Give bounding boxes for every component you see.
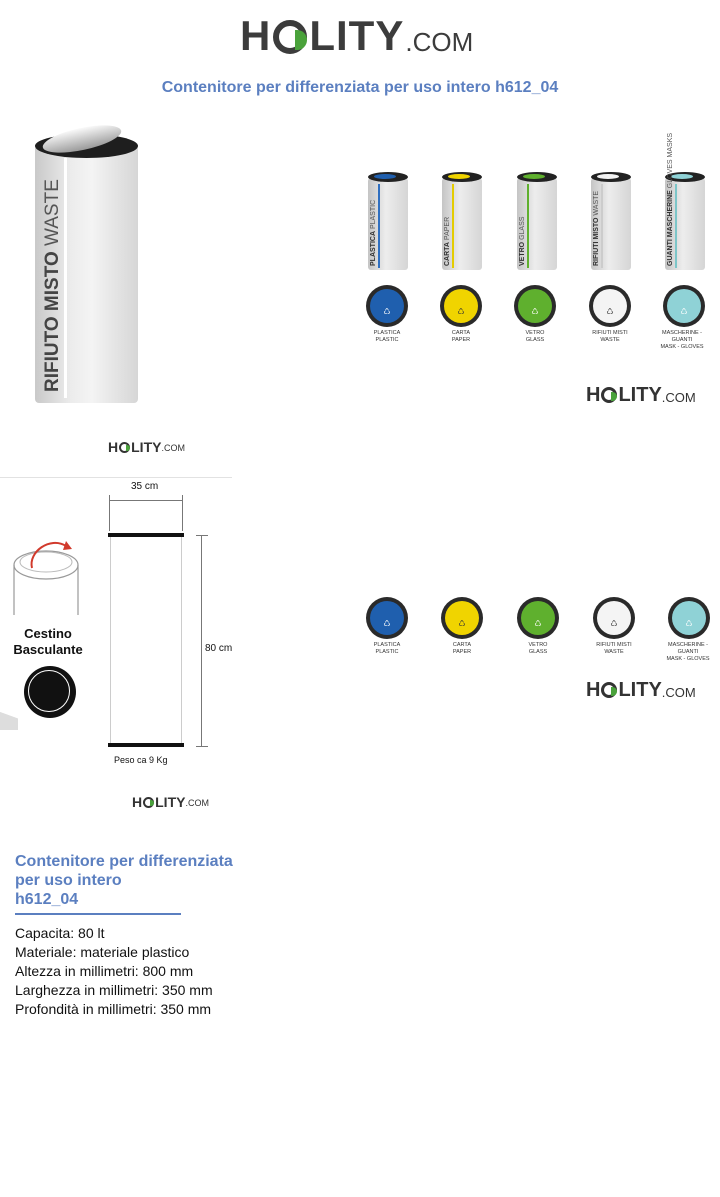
lid-plastic: ♺ [366, 285, 408, 327]
title-divider [15, 913, 181, 915]
lid-masks: ♺ [663, 285, 705, 327]
logo-globe-icon [119, 442, 131, 453]
bin-paper: CARTA PAPER [442, 172, 482, 270]
bin-body [35, 145, 138, 403]
height-label: 80 cm [205, 643, 233, 654]
lid-waste: ♺ [589, 285, 631, 327]
spec-material: Materiale: materiale plastico [15, 944, 190, 960]
bin-label: RIFIUTO MISTO WASTE [42, 179, 63, 392]
bottom-edge [108, 743, 184, 747]
header-logo[interactable]: H LITY .COM [240, 12, 474, 59]
bin-plastic: PLASTICA PLASTIC [368, 172, 408, 270]
spec-list: Capacita: 80 lt Materiale: materiale pla… [15, 924, 213, 1019]
width-label: 35 cm [131, 481, 159, 492]
swing-bin-icon [13, 541, 79, 615]
logo-globe-icon [143, 797, 155, 808]
spec-width: Larghezza in millimetri: 350 mm [15, 982, 213, 998]
lid-plastic: ♺ [366, 597, 408, 639]
product-title: Contenitore per differenziata per uso in… [15, 853, 233, 908]
weight-label: Peso ca 9 Kg [114, 755, 168, 765]
spec-capacity: Capacita: 80 lt [15, 925, 105, 941]
spec-depth: Profondità in millimetri: 350 mm [15, 1001, 212, 1017]
bin-masks: GUANTI MASCHERINE GLOVES MASKS [665, 133, 705, 270]
spec-height: Altezza in millimetri: 800 mm [15, 963, 194, 979]
top-view-lid [24, 666, 76, 718]
logo-globe-icon [273, 20, 308, 54]
lid-paper: ♺ [441, 597, 483, 639]
logo-globe-icon [601, 387, 618, 403]
lid-glass: ♺ [514, 285, 556, 327]
bin-waste: RIFIUTI MISTO WASTE [591, 172, 631, 270]
lid-glass: ♺ [517, 597, 559, 639]
lid-waste: ♺ [593, 597, 635, 639]
top-edge [108, 533, 184, 537]
page-title: Contenitore per differenziata per uso in… [161, 79, 559, 96]
lid-paper: ♺ [440, 285, 482, 327]
bin-stripe [64, 158, 67, 398]
bin-glass: VETRO GLASS [517, 172, 557, 270]
lid-masks: ♺ [668, 597, 710, 639]
logo-globe-icon [601, 682, 618, 698]
